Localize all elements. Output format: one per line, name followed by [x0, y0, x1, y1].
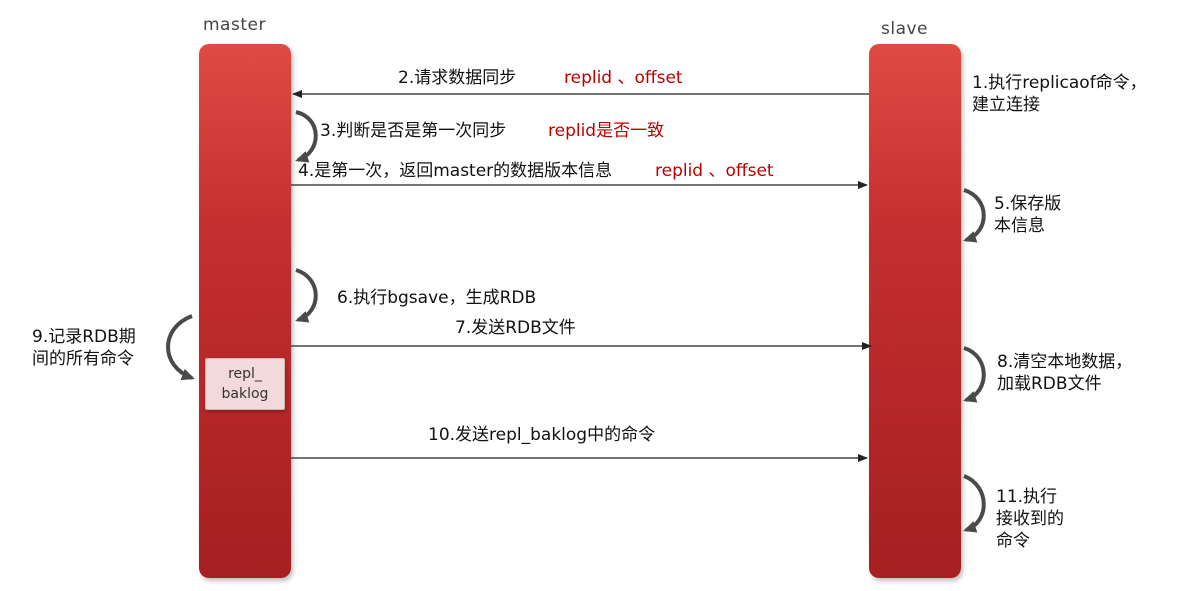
step11-label: 11.执行接收到的命令 [996, 487, 1064, 551]
curved-arrow-step11 [963, 474, 986, 533]
master-title: master [203, 15, 266, 35]
step7-label: 7.发送RDB文件 [455, 318, 576, 338]
step2-highlight: replid 、offset [564, 68, 683, 88]
curved-arrow-step5 [963, 188, 986, 243]
step4-highlight: replid 、offset [655, 161, 774, 181]
repl-baklog-box: repl_ baklog [205, 358, 285, 410]
step2-label: 2.请求数据同步 [398, 68, 517, 88]
slave-lifeline [869, 44, 961, 578]
step5-label: 5.保存版本信息 [994, 194, 1062, 236]
step1-label: 1.执行replicaof命令，建立连接 [972, 73, 1147, 115]
curved-arrow-step6 [295, 268, 318, 323]
curved-arrow-step9 [166, 314, 195, 381]
master-lifeline [199, 44, 291, 578]
step6-label: 6.执行bgsave，生成RDB [337, 288, 537, 308]
step9-label: 9.记录RDB期间的所有命令 [32, 327, 136, 369]
step8-label: 8.清空本地数据，加载RDB文件 [997, 352, 1133, 394]
step10-label: 10.发送repl_baklog中的命令 [428, 425, 656, 445]
step3-label: 3.判断是否是第一次同步 [320, 121, 507, 141]
curved-arrow-step8 [963, 346, 986, 403]
step4-label: 4.是第一次，返回master的数据版本信息 [298, 161, 613, 181]
slave-title: slave [881, 19, 929, 39]
step3-highlight: replid是否一致 [548, 121, 665, 141]
curved-arrow-step3 [295, 110, 318, 163]
